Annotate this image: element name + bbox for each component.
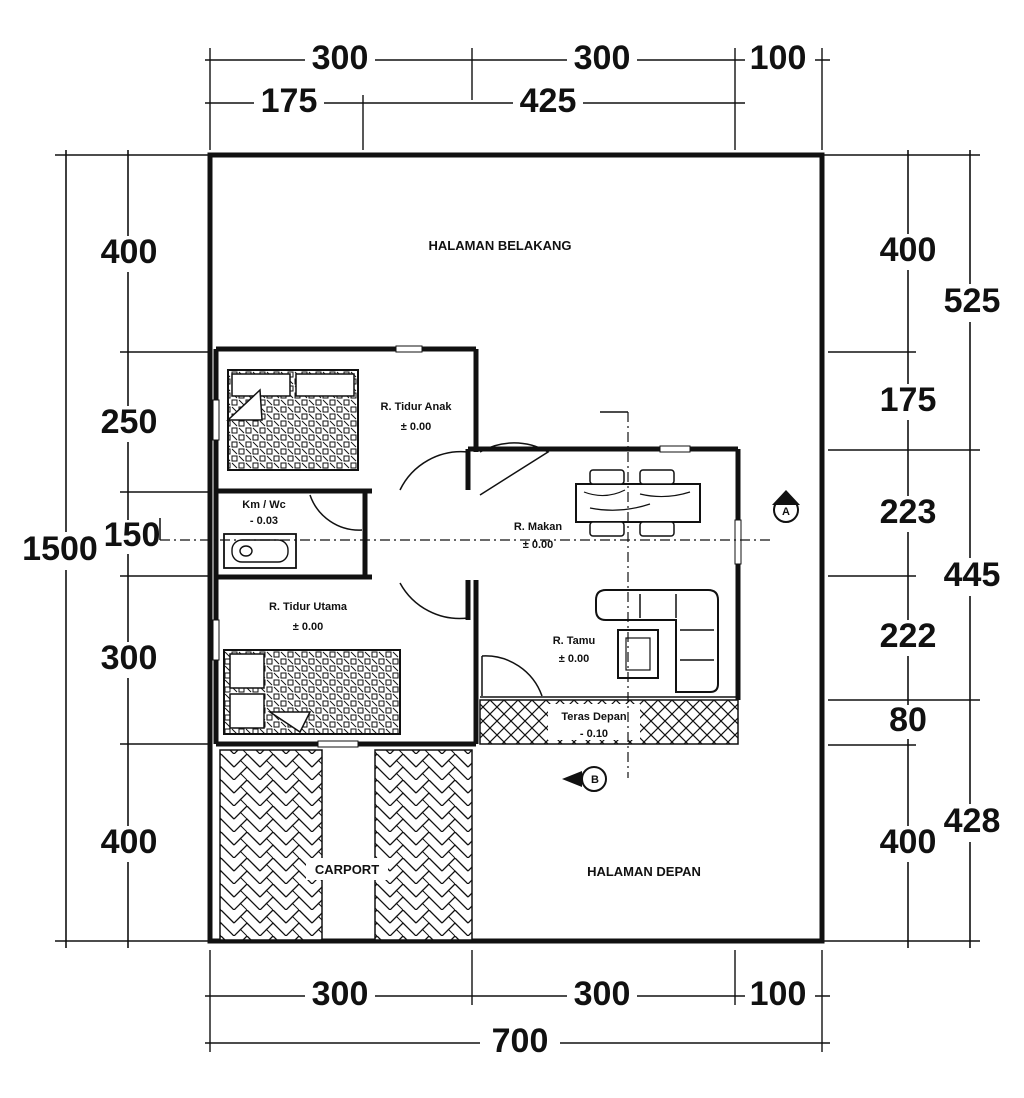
label-dining: R. Makan [514,521,563,533]
dim-right-5: 80 [889,701,927,739]
dim-top-1: 300 [312,39,369,77]
dim-left-5: 400 [101,823,158,861]
dim-right-3: 223 [880,493,937,531]
carport-paving [219,749,473,941]
dim-top-2: 300 [574,39,631,77]
label-carport: CARPORT [315,862,379,877]
dim-left-2: 250 [101,403,158,441]
doors [309,442,550,697]
kids-bed [226,369,359,471]
label-dining-level: ± 0.00 [523,539,554,551]
dim-left-3: 150 [104,516,161,554]
label-living: R. Tamu [553,635,596,647]
label-kids-bedroom: R. Tidur Anak [381,401,453,413]
dim-right-6: 400 [880,823,937,861]
label-bathroom-level: - 0.03 [250,515,278,527]
section-mark-a: A [772,490,800,523]
bottom-dimensions: 300 300 100 700 [205,950,830,1061]
label-master-bedroom: R. Tidur Utama [269,601,348,613]
dim-bottom-1: 300 [312,975,369,1013]
dim-left-4: 300 [101,639,158,677]
section-mark-b: B [562,766,607,792]
section-lines [159,411,770,778]
label-frontyard: HALAMAN DEPAN [587,864,701,879]
dim-right-outer-3: 428 [944,802,1001,840]
svg-text:B: B [591,774,599,786]
label-backyard: HALAMAN BELAKANG [429,238,572,253]
terrace-floor [479,699,739,745]
dim-left-total: 1500 [22,530,98,568]
walls [212,345,742,748]
dim-top-4: 175 [261,82,318,120]
label-terrace-level: - 0.10 [580,728,608,740]
dim-right-2: 175 [880,381,937,419]
right-dimensions: 400 175 223 222 80 400 525 445 428 [822,150,1004,948]
dim-top-5: 425 [520,82,577,120]
left-dimensions: 400 250 150 300 400 1500 [20,150,210,948]
site-boundary [207,152,825,944]
dim-bottom-2: 300 [574,975,631,1013]
label-bathroom: Km / Wc [242,499,285,511]
dim-right-outer-1: 525 [944,282,1001,320]
toilet-fixture [223,533,297,569]
dim-top-3: 100 [750,39,807,77]
top-dimensions: 300 300 100 175 425 [205,39,830,150]
label-living-level: ± 0.00 [559,653,590,665]
label-master-bedroom-level: ± 0.00 [293,621,324,633]
dim-bottom-3: 100 [750,975,807,1013]
master-bed [223,649,401,735]
dim-left-1: 400 [101,233,158,271]
dim-bottom-total: 700 [492,1022,549,1060]
dim-right-1: 400 [880,231,937,269]
dim-right-4: 222 [880,617,937,655]
svg-text:A: A [782,506,790,518]
dim-right-outer-2: 445 [944,556,1001,594]
label-kids-bedroom-level: ± 0.00 [401,421,432,433]
living-sofa [595,589,719,693]
dining-table [575,469,701,537]
label-terrace: Teras Depan [561,711,626,723]
